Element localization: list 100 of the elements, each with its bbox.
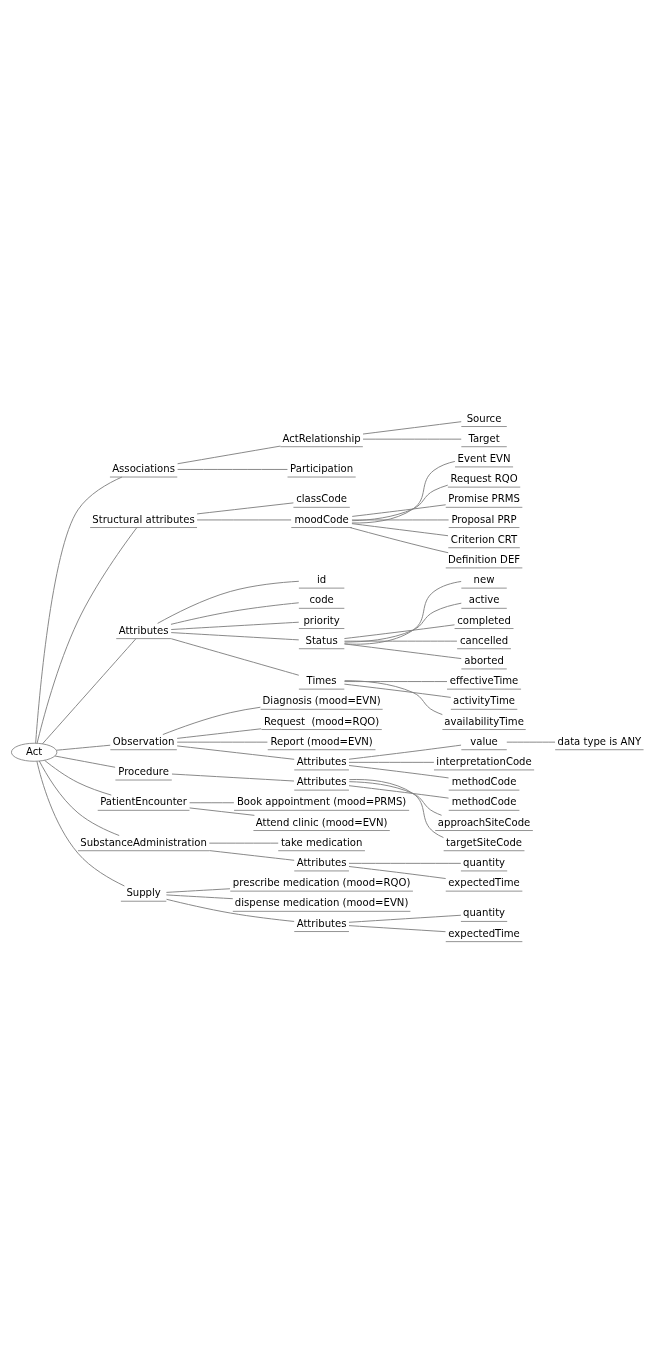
connector (348, 862, 462, 864)
node-text: methodCode (451, 796, 517, 808)
node-text: id (317, 574, 327, 586)
node-text: targetSiteCode (446, 836, 523, 848)
node-text: Event EVN (457, 452, 511, 464)
node-text: Diagnosis (mood=EVN) (262, 695, 381, 707)
connector (170, 632, 300, 641)
connector (208, 850, 295, 861)
connector (38, 760, 120, 836)
connector (170, 621, 300, 630)
node-text: Attend clinic (mood=EVN) (255, 816, 388, 828)
connector (36, 760, 125, 887)
node-text: Associations (112, 463, 175, 475)
node-text: Definition DEF (448, 553, 521, 565)
connector (170, 602, 300, 625)
connector (351, 519, 450, 521)
connector (362, 421, 462, 435)
connector (177, 445, 281, 465)
connector (351, 484, 449, 522)
node-text: Attributes (296, 755, 347, 767)
connector (348, 765, 449, 779)
connector (162, 706, 261, 736)
connector (165, 888, 231, 893)
node-text: interpretationCode (436, 755, 532, 767)
connector (349, 527, 449, 554)
connector (166, 898, 295, 922)
connector (351, 460, 456, 524)
node-text: Request (mood=RQO) (263, 715, 380, 727)
connector (176, 745, 295, 760)
connector (41, 638, 137, 745)
connector (348, 925, 446, 933)
node-ellipse: Act (11, 742, 58, 762)
connector (56, 744, 111, 751)
connector (348, 866, 447, 879)
node-text: Report (mood=EVN) (270, 735, 373, 747)
node-text: Status (305, 634, 338, 646)
connector (54, 755, 116, 768)
node-text: quantity (463, 907, 506, 919)
node-text: value (470, 735, 498, 747)
node-text: code (309, 594, 334, 606)
node-text: Attributes (296, 856, 347, 868)
connector (348, 761, 435, 763)
node-text: Times (306, 675, 337, 687)
node-text: effectiveTime (449, 675, 519, 687)
connector (506, 741, 556, 743)
node-text: Promise PRMS (448, 493, 520, 505)
node-text: Criterion CRT (450, 533, 518, 545)
node-text: dispense medication (mood=EVN) (234, 897, 409, 909)
node-text: methodCode (451, 776, 517, 788)
node-text: Attributes (296, 917, 347, 929)
connector (189, 807, 255, 816)
node-text: quantity (463, 856, 506, 868)
connector (44, 759, 112, 796)
node-text: Participation (290, 463, 354, 475)
node-text: take medication (280, 836, 363, 848)
connector (196, 519, 292, 521)
node-text: active (468, 594, 500, 606)
node-text: Book appointment (mood=PRMS) (236, 796, 407, 808)
connector (344, 643, 462, 660)
node-text: PatientEncounter (100, 796, 187, 808)
connector (348, 914, 462, 923)
node-text: expectedTime (448, 877, 520, 889)
node-text: classCode (296, 493, 348, 505)
connector (348, 781, 443, 816)
connector (176, 728, 262, 739)
node-text: data type is ANY (557, 735, 642, 747)
connector (189, 802, 235, 804)
connector (157, 580, 300, 624)
connector (35, 476, 123, 744)
node-text: availabilityTime (444, 715, 524, 727)
node-text: priority (303, 614, 340, 626)
connector (176, 741, 268, 743)
node-text: Target (468, 432, 500, 444)
node-text: new (473, 574, 495, 586)
connector (196, 502, 294, 515)
connector (344, 640, 458, 642)
node-text: prescribe medication (mood=RQO) (232, 877, 411, 889)
connector (344, 680, 443, 716)
node-text: moodCode (294, 513, 349, 525)
connector (343, 683, 452, 698)
connector (170, 638, 300, 676)
node-text: completed (457, 614, 511, 626)
node-text: Attributes (296, 776, 347, 788)
node-text: Structural attributes (92, 513, 195, 525)
node-text: approachSiteCode (437, 816, 531, 828)
node-text: Procedure (118, 766, 169, 778)
connector (177, 468, 288, 470)
connector (343, 624, 455, 640)
node-text: cancelled (459, 634, 509, 646)
connector (348, 785, 449, 799)
connector (362, 438, 462, 440)
connector (36, 527, 138, 744)
connector (348, 779, 444, 838)
connector (344, 581, 462, 645)
node-text: Source (466, 412, 502, 424)
node-text: activityTime (453, 695, 516, 707)
connector (351, 523, 449, 537)
node-text: Supply (126, 887, 161, 899)
node-text: SubstanceAdministration (80, 836, 207, 848)
node-text: Observation (112, 735, 175, 747)
